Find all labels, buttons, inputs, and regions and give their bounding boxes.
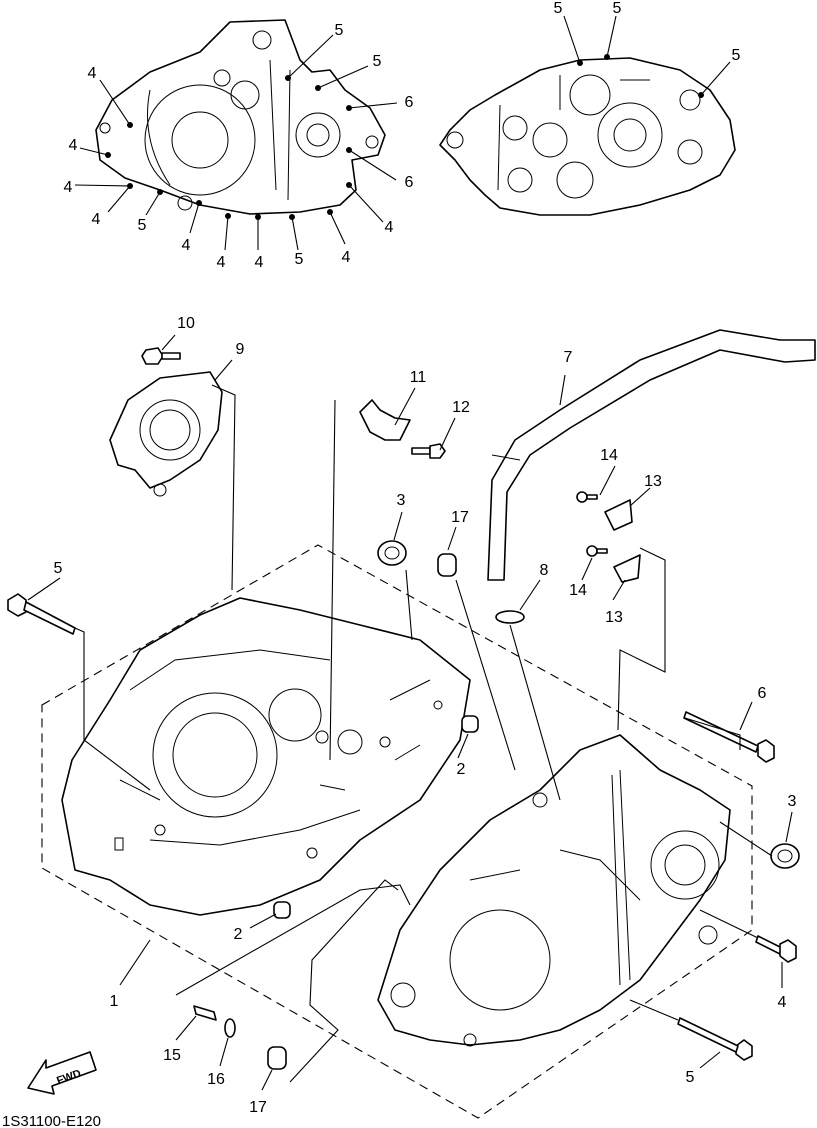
dowel-pin-part-2	[273, 715, 479, 919]
dowel-pin-part-15	[193, 1005, 217, 1021]
bolt-part-12	[411, 443, 446, 459]
crankcase-assembly-outline	[41, 544, 753, 1119]
left-case-leader-lines	[74, 34, 398, 251]
callout-5: 5	[732, 47, 741, 64]
hose-clip-part-8	[495, 610, 525, 624]
callout-13: 13	[644, 473, 662, 490]
dowel-pin-part-17	[267, 553, 457, 1070]
callout-4: 4	[64, 179, 73, 196]
callout-14: 14	[600, 447, 618, 464]
callout-4: 4	[778, 994, 787, 1011]
callout-5: 5	[373, 53, 382, 70]
callout-4: 4	[69, 137, 78, 154]
callout-6: 6	[405, 94, 414, 111]
bearing-retainer-part-9	[109, 371, 223, 497]
callout-2: 2	[234, 926, 243, 943]
right-case-callouts: 5 5 5	[554, 0, 741, 64]
callout-5: 5	[138, 217, 147, 234]
oil-seal-part-3	[377, 540, 800, 869]
callout-6: 6	[758, 685, 767, 702]
callout-5: 5	[686, 1069, 695, 1086]
callout-5: 5	[54, 560, 63, 577]
main-callouts: 10 9 11 12 7 3 17 14 13 8 14 13 5 2 6 3 …	[54, 315, 797, 1116]
callout-15: 15	[163, 1047, 181, 1064]
bracket-part-11	[359, 399, 411, 441]
callout-17: 17	[451, 509, 469, 526]
bolt-part-10	[141, 347, 181, 365]
callout-4: 4	[182, 237, 191, 254]
callout-14: 14	[569, 582, 587, 599]
callout-4: 4	[342, 249, 351, 266]
left-case-callouts: 4 4 4 4 5 4 4 4 5 4 4 6 6 5 5	[64, 22, 414, 271]
diagram-code: 1S31100-E120	[2, 1113, 101, 1128]
callout-11: 11	[410, 369, 427, 386]
callout-13: 13	[605, 609, 623, 626]
callout-3: 3	[788, 793, 797, 810]
callout-4: 4	[92, 211, 101, 228]
bolt-part-4	[755, 935, 797, 963]
callout-7: 7	[564, 349, 573, 366]
bolt-part-5	[7, 593, 753, 1061]
callout-5: 5	[295, 251, 304, 268]
callout-5: 5	[335, 22, 344, 39]
right-case-leader-lines	[563, 15, 731, 96]
callout-5: 5	[613, 0, 622, 17]
callout-8: 8	[540, 562, 549, 579]
callout-2: 2	[457, 761, 466, 778]
callout-4: 4	[217, 254, 226, 271]
callout-4: 4	[88, 65, 97, 82]
main-leader-lines	[27, 334, 793, 1091]
callout-5: 5	[554, 0, 563, 17]
callout-6: 6	[405, 174, 414, 191]
callout-3: 3	[397, 492, 406, 509]
left-case-bolt-map	[95, 19, 386, 215]
o-ring-part-16	[224, 1018, 236, 1038]
screw-part-14	[576, 491, 608, 557]
breather-hose-part-7	[487, 329, 816, 581]
callout-4: 4	[385, 219, 394, 236]
callout-12: 12	[452, 399, 470, 416]
callout-9: 9	[236, 341, 245, 358]
callout-17: 17	[249, 1099, 267, 1116]
right-case-bolt-map	[439, 57, 736, 216]
plate-part-13	[604, 499, 641, 583]
bolt-part-6	[683, 711, 775, 763]
callout-1: 1	[110, 993, 119, 1010]
right-crankcase-half	[377, 734, 731, 1047]
callout-4: 4	[255, 254, 264, 271]
callout-10: 10	[177, 315, 195, 332]
left-crankcase-half	[61, 597, 471, 916]
forward-direction-arrow: FWD	[27, 1051, 97, 1095]
callout-16: 16	[207, 1071, 225, 1088]
